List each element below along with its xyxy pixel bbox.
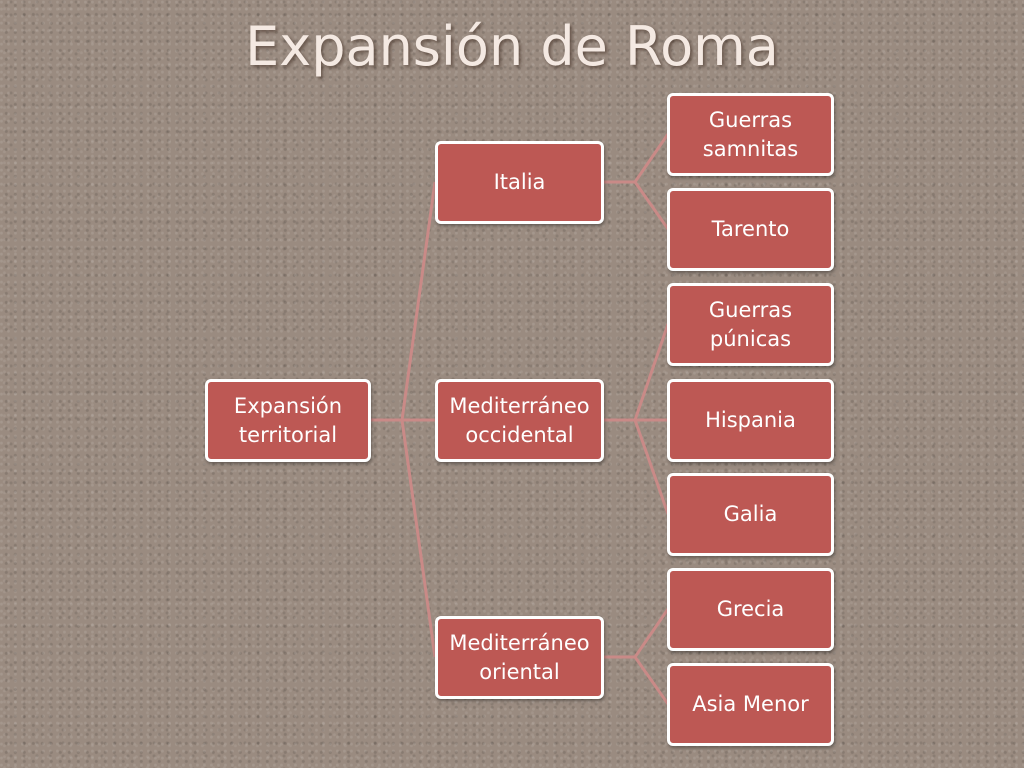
node-expansion-territorial: Expansión territorial [205, 379, 371, 462]
connector-italia-samnitas [603, 133, 670, 184]
connector-italia-tarento [603, 180, 670, 230]
node-guerras-punicas: Guerras púnicas [667, 283, 834, 366]
node-hispania: Hispania [667, 379, 834, 462]
node-guerras-samnitas: Guerras samnitas [667, 93, 834, 176]
node-tarento: Tarento [667, 188, 834, 271]
node-grecia: Grecia [667, 568, 834, 651]
connector-oriental-asia [603, 655, 670, 705]
node-mediterraneo-occidental: Mediterráneo occidental [435, 379, 604, 462]
node-galia: Galia [667, 473, 834, 556]
connector-occidental-punicas [603, 323, 670, 422]
connector-occidental-galia [603, 418, 670, 515]
connector-root-oriental [370, 418, 437, 658]
connector-root-italia [370, 181, 437, 422]
connector-oriental-grecia [603, 608, 670, 659]
node-italia: Italia [435, 141, 604, 224]
node-mediterraneo-oriental: Mediterráneo oriental [435, 616, 604, 699]
page-title: Expansión de Roma [245, 15, 779, 78]
node-asia-menor: Asia Menor [667, 663, 834, 746]
